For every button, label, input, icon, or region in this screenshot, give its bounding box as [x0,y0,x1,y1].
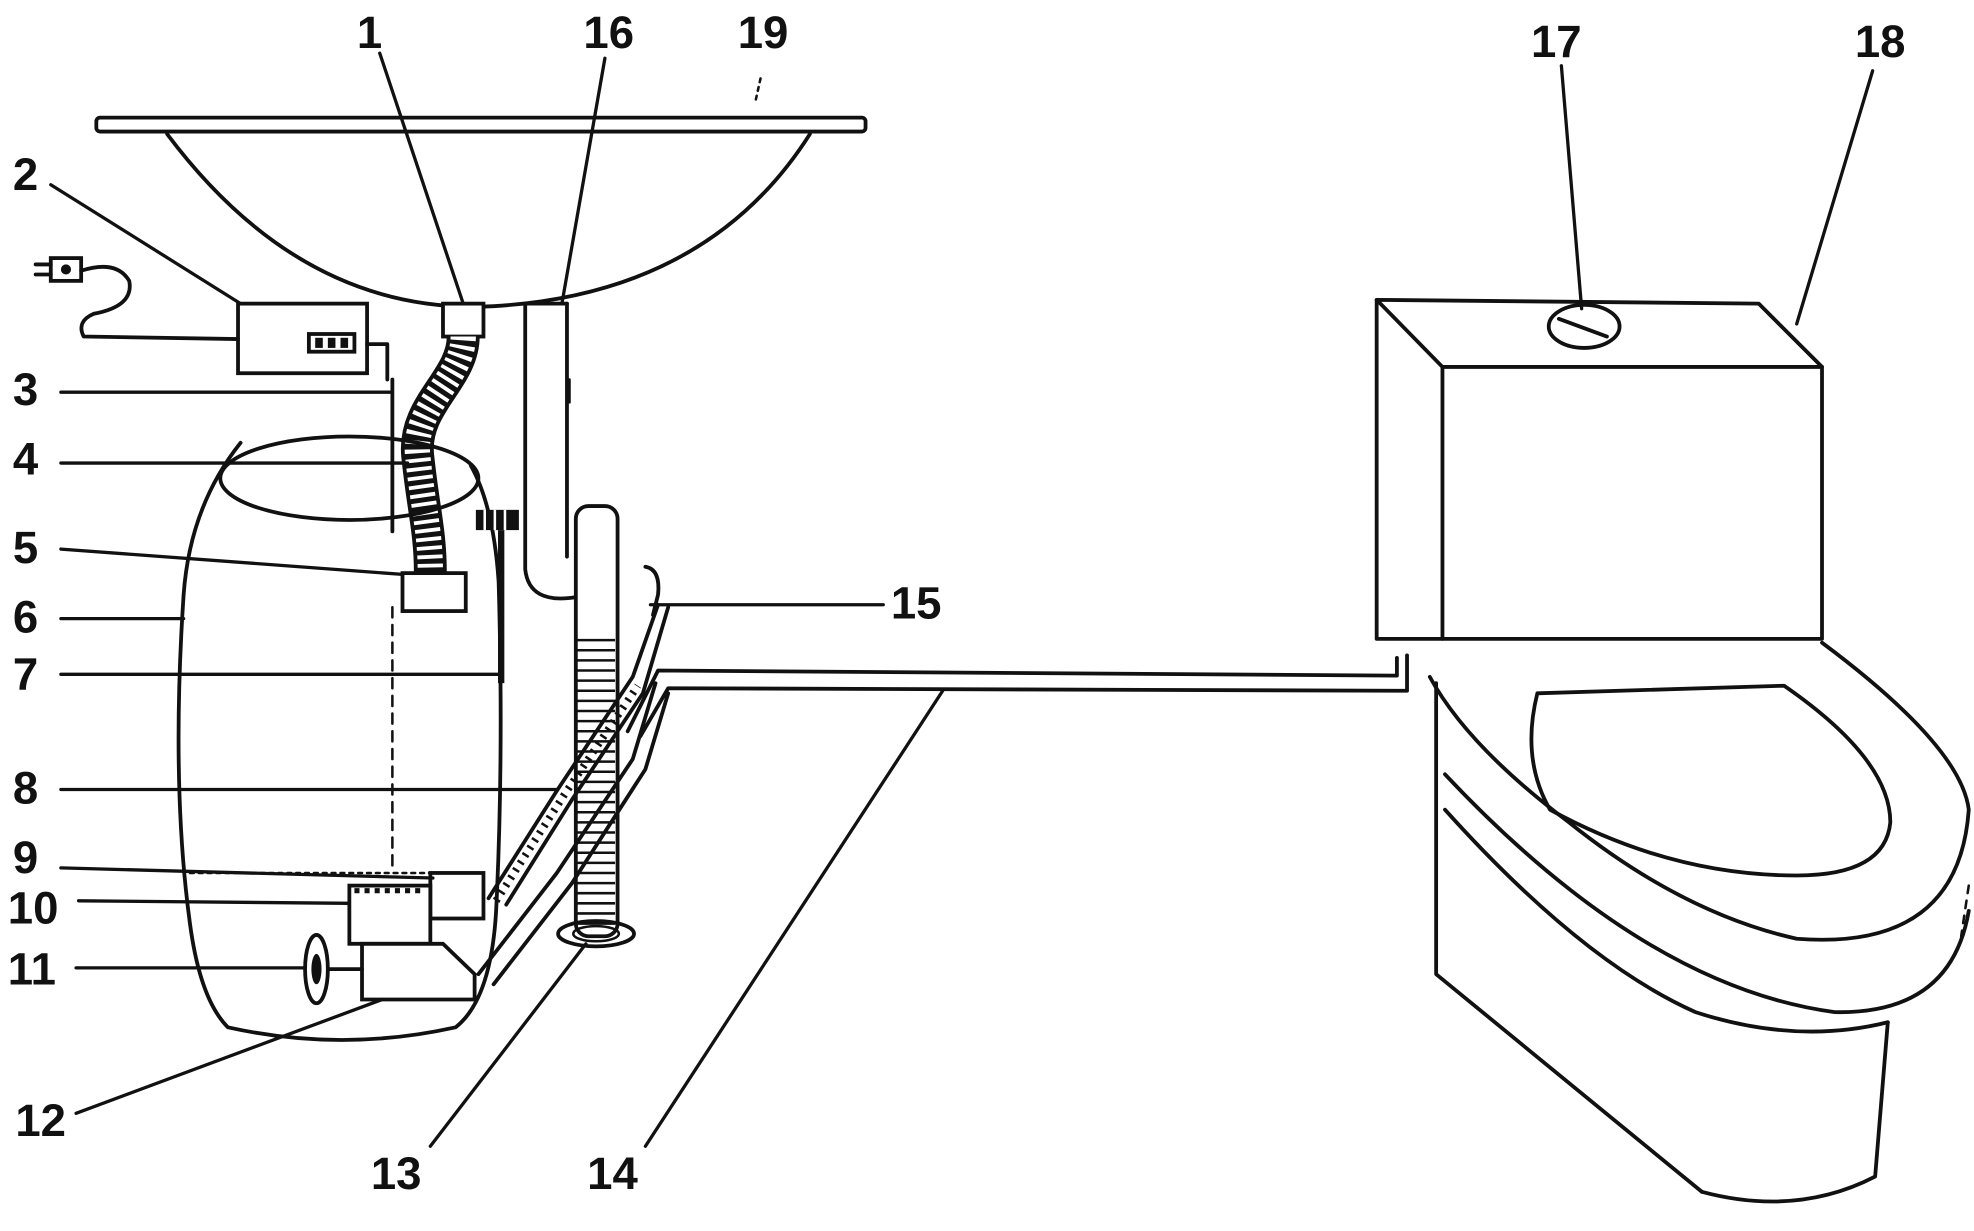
seat-rim [1443,772,1971,1015]
pipe-8-hatch [492,683,641,903]
leader-17 [1559,64,1584,311]
leader-5 [59,547,405,577]
display-segment [340,337,349,348]
callout-8: 8 [13,762,38,813]
callout-6: 6 [13,592,38,643]
leader-9 [59,866,435,880]
flush-button-slot [1556,316,1609,339]
callout-5: 5 [13,522,38,573]
callout-3: 3 [13,364,38,415]
callout-10: 10 [8,883,59,934]
callout-16: 16 [583,7,634,58]
plug-socket-mark [60,264,72,275]
leader-1 [378,51,465,306]
basin-hint-mark [754,77,762,103]
leader-12 [74,997,384,1115]
pump-assembly [303,871,486,1006]
leader-14 [643,689,945,1148]
callout-2: 2 [13,149,38,200]
part-11-pump-body [360,941,477,1002]
part-9-box [428,871,486,921]
filter-head [400,571,468,613]
pipe-8-outer [486,602,671,907]
wash-basin [94,77,868,309]
callout-11: 11 [8,943,56,994]
toilet-pipe-lower [638,653,1409,739]
basin-bowl [165,132,812,309]
bowl-base [1699,1020,1890,1204]
bin-rim [218,434,481,522]
toilet-supply-pipe [625,653,1409,739]
display-segment [327,337,336,348]
callout-19: 19 [738,7,789,58]
callout-17: 17 [1531,16,1582,67]
hook-15 [643,564,661,617]
bowl-right-edge [1959,884,1971,938]
callout-12: 12 [15,1095,66,1146]
basin-countertop [94,115,868,134]
supply-pipes [476,564,671,987]
bowl-front-curve [1443,807,1890,1034]
toilet [1374,297,1971,1204]
callout-4: 4 [13,433,39,484]
tank-side [1374,297,1445,641]
part-10-box [347,883,433,946]
collection-bin [176,377,503,1042]
callout-13: 13 [371,1148,422,1199]
leader-16 [560,56,607,306]
callout-15: 15 [891,578,942,629]
leader-13 [428,942,588,1148]
bowl-left-side [1434,681,1704,1194]
seat-inner-opening [1529,683,1893,878]
pipe-lower-run [476,681,671,987]
leader-18 [1795,69,1875,326]
float-rod-assembly [475,509,519,684]
callout-14: 14 [587,1148,638,1199]
callout-18: 18 [1855,16,1906,67]
basin-outlet [441,301,486,339]
basin-outlet-and-hose [401,301,486,573]
leader-10 [76,899,352,905]
control-box [33,256,390,382]
leader-lines [49,51,1875,1148]
display-segment [315,337,323,348]
floor-flange-inner [572,924,621,943]
leader-2 [49,183,243,306]
basin-drain-pipe [523,301,578,601]
part-11-valve-center [311,953,322,985]
rod-connector-coil [475,509,519,531]
flexible-hose-body [401,335,480,573]
callout-9: 9 [13,832,38,883]
callout-7: 7 [13,649,38,700]
seat-outer [1427,640,1971,942]
toilet-pipe-upper [625,655,1399,734]
callout-1: 1 [357,7,382,58]
callout-numbers: 1 2 3 4 5 6 7 8 9 10 11 12 13 14 15 16 1… [8,7,1906,1199]
tank-front [1440,364,1824,641]
power-cord [79,264,240,341]
drain-pipe-outline [523,301,578,601]
floor-flange [556,919,636,949]
sensor-wire [365,342,390,382]
